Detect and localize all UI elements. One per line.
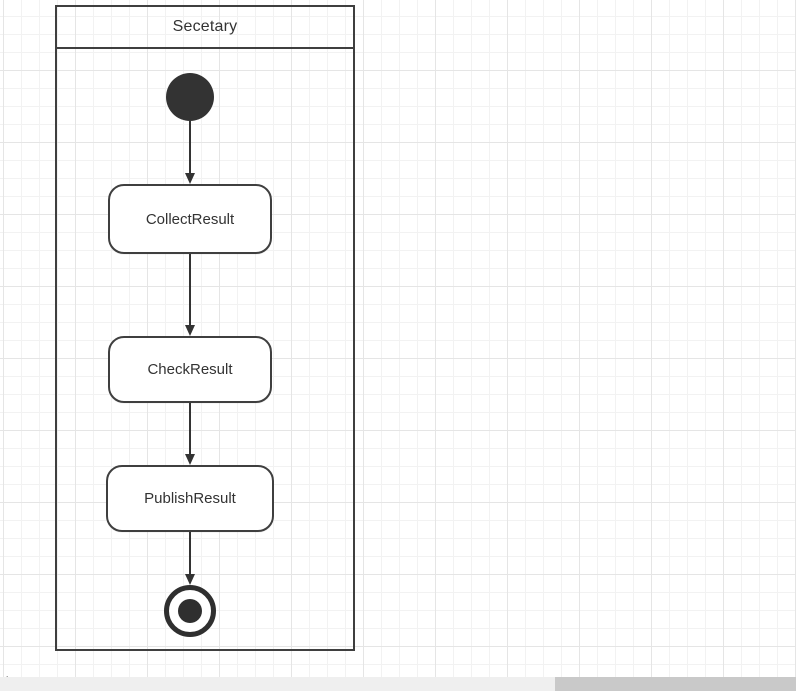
edge-collect-to-check[interactable] [184,254,196,336]
edge-check-to-publish[interactable] [184,403,196,465]
edge-line [189,254,191,327]
edge-line [189,121,191,175]
final-node-core [178,599,202,623]
horizontal-scrollbar-thumb[interactable] [555,677,796,691]
edge-start-to-collect[interactable] [184,121,196,184]
edge-line [189,532,191,576]
edge-line [189,403,191,456]
horizontal-scrollbar-track[interactable] [0,677,796,691]
arrowhead-icon [185,325,195,336]
activity-publish-result[interactable]: PublishResult [106,465,274,532]
edge-publish-to-end[interactable] [184,532,196,585]
initial-node[interactable] [166,73,214,121]
activity-check-result[interactable]: CheckResult [108,336,272,403]
activity-collect-result[interactable]: CollectResult [108,184,272,254]
swimlane[interactable]: Secetary [55,5,355,651]
arrowhead-icon [185,454,195,465]
diagram-canvas[interactable]: Secetary CollectResult CheckResult Publi… [0,0,796,677]
final-node[interactable] [164,585,216,637]
swimlane-title[interactable]: Secetary [57,7,353,49]
arrowhead-icon [185,173,195,184]
arrowhead-icon [185,574,195,585]
